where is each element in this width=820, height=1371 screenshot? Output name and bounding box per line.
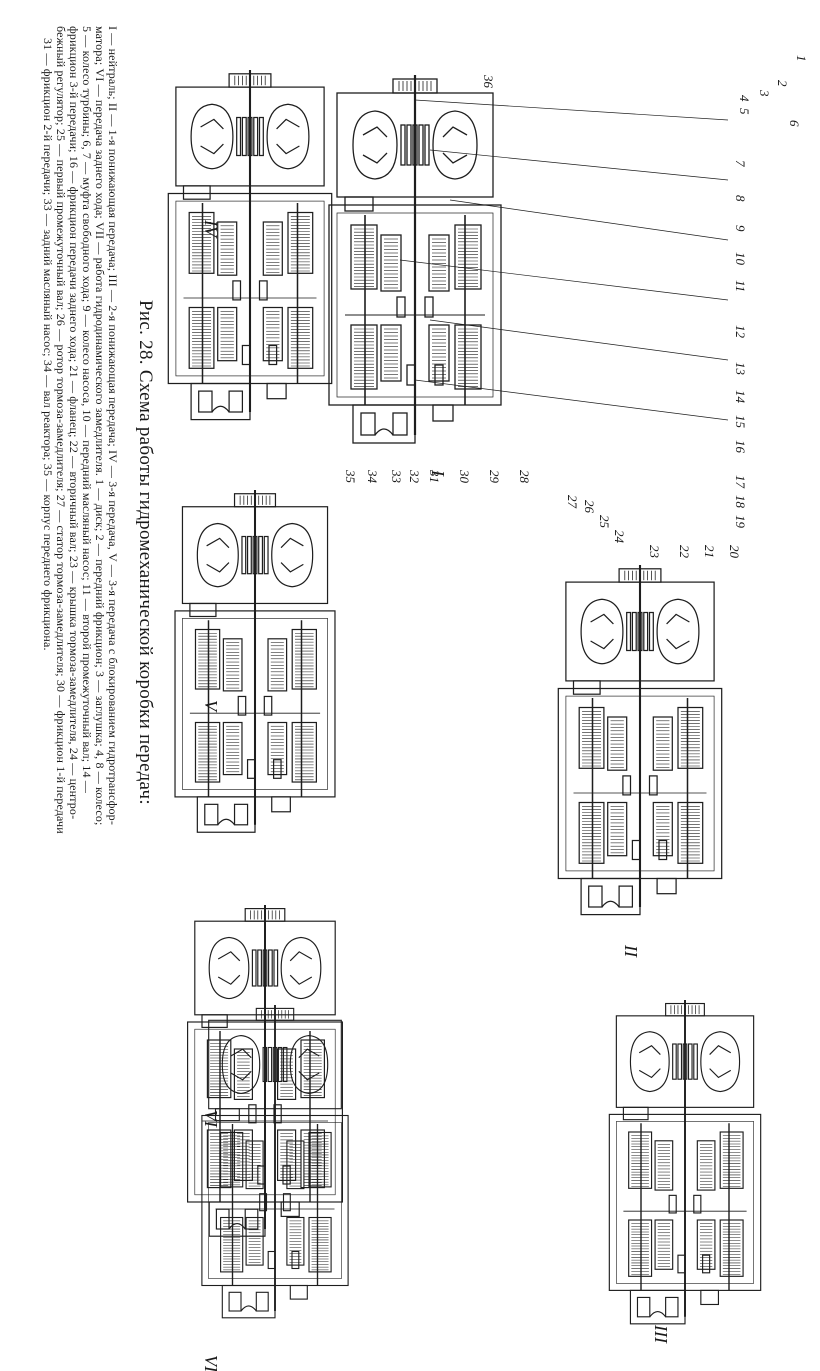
scheme-mode-IV — [167, 70, 333, 421]
callout-22: 22 — [677, 545, 692, 559]
caption-line-4: фрикцион 3-й передачи; 16 — фрикцион пер… — [67, 26, 81, 820]
callout-16: 16 — [733, 440, 748, 454]
caption-line-2: матора; VI — передача заднего хода; VII … — [93, 26, 107, 826]
caption-line-6: 31 — фрикцион 2-й передачи; 33 — задний … — [41, 38, 55, 651]
callout-23: 23 — [647, 545, 662, 559]
callout-9: 9 — [733, 225, 748, 232]
callout-6: 6 — [787, 120, 802, 127]
callout-28: 28 — [517, 470, 532, 484]
callout-30: 30 — [457, 469, 472, 484]
callout-26: 26 — [582, 500, 597, 514]
mode-label-IV: IV — [201, 219, 221, 239]
scheme-mode-II — [557, 565, 723, 916]
caption-line-1: I — нейтраль; II — 1-я понижающая переда… — [106, 26, 120, 825]
callout-34: 34 — [365, 469, 380, 484]
leader-line — [399, 259, 729, 301]
leader-line — [414, 99, 729, 121]
leader-line — [429, 319, 729, 361]
mode-label-II: II — [621, 944, 641, 958]
mode-label-VI: VI — [201, 1110, 221, 1128]
callout-19: 19 — [733, 515, 748, 529]
callout-36: 36 — [481, 74, 496, 89]
callout-20: 20 — [727, 545, 742, 559]
callout-31: 31 — [427, 469, 442, 483]
callout-29: 29 — [487, 470, 502, 484]
callout-13: 13 — [733, 362, 748, 376]
mode-label-VII: VII — [201, 1355, 221, 1371]
mode-label-III: III — [651, 1324, 671, 1344]
caption-line-5: бежный регулятор; 25 — первый промежуточ… — [54, 26, 68, 834]
scheme-mode-VII — [201, 1005, 349, 1319]
callout-21: 21 — [702, 545, 717, 558]
callout-5: 5 — [737, 108, 752, 115]
callout-14: 14 — [733, 390, 748, 404]
callout-2: 2 — [775, 80, 790, 87]
mode-label-V: V — [201, 700, 221, 713]
scheme-mode-V — [174, 490, 336, 833]
callout-18: 18 — [733, 495, 748, 509]
callout-10: 10 — [733, 252, 748, 266]
callout-24: 24 — [612, 530, 627, 544]
callout-1: 1 — [794, 55, 809, 62]
callout-7: 7 — [733, 160, 748, 167]
callout-4: 4 — [737, 95, 752, 102]
scheme-mode-III — [608, 1000, 762, 1325]
callout-32: 32 — [407, 469, 422, 484]
callout-15: 15 — [733, 415, 748, 429]
callout-3: 3 — [757, 89, 772, 97]
leader-line — [414, 379, 729, 421]
figure-title: Рис. 28. Схема работы гидромеханической … — [135, 300, 156, 805]
mode-label-I: I — [428, 469, 448, 477]
callout-25: 25 — [597, 515, 612, 529]
callout-33: 33 — [389, 469, 404, 484]
caption-line-3: 5 — колесо турбины; 6, 7 — муфта свободн… — [80, 26, 94, 793]
callout-11: 11 — [733, 280, 748, 292]
callout-27: 27 — [565, 495, 580, 509]
scheme-mode-I — [328, 75, 502, 444]
leader-line — [449, 199, 729, 241]
leader-line — [429, 149, 729, 181]
callout-8: 8 — [733, 195, 748, 202]
callout-35: 35 — [343, 469, 358, 484]
callout-17: 17 — [733, 475, 748, 489]
callout-12: 12 — [733, 325, 748, 339]
